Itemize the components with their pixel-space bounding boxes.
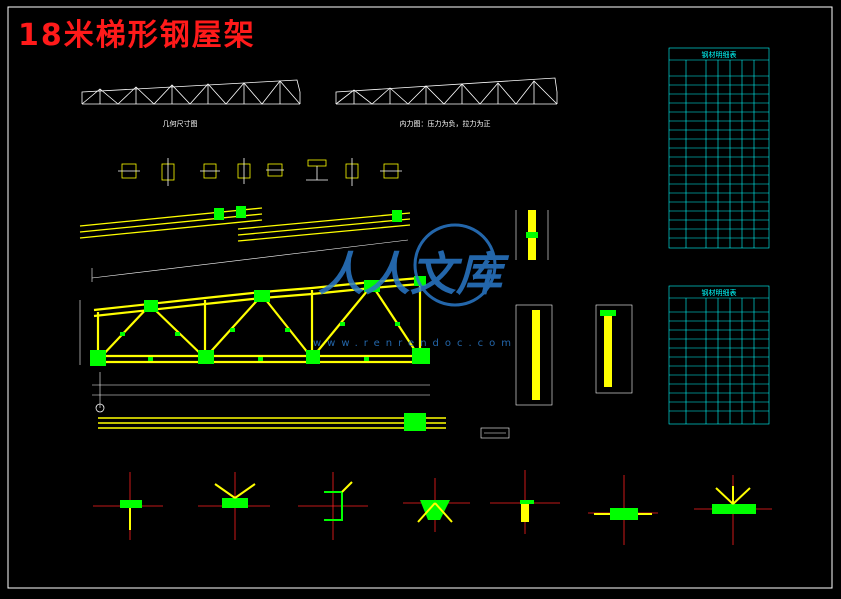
bottom-chord-detail [98, 417, 446, 429]
force-schematic [335, 77, 558, 105]
legend-note [480, 427, 510, 439]
node-detail-6 [588, 475, 658, 545]
lower-steel-table [668, 285, 770, 425]
truss-dimension-lines [79, 239, 430, 408]
node-detail-3 [298, 472, 368, 540]
node-detail-4 [403, 478, 470, 532]
node-details-row [93, 470, 772, 545]
end-support-plates [526, 232, 616, 316]
node-detail-2 [198, 472, 270, 540]
end-support-detail [515, 210, 633, 406]
upper-chord-detail [79, 207, 411, 242]
watermark-url-text: www.renrendoc.com [313, 338, 517, 349]
node-detail-7 [694, 475, 772, 545]
truss-members [93, 276, 428, 364]
drawing-title: 18米梯形钢屋架 [18, 18, 256, 53]
drawing-frame [7, 6, 833, 589]
upper-chord-plates [214, 206, 402, 222]
truss-axis-marker [95, 403, 105, 413]
upper-table-title: 钢材明细表 [702, 50, 737, 59]
section-details-row [118, 158, 402, 186]
truss-fillers [120, 322, 400, 361]
watermark-logo [413, 223, 497, 307]
geometry-caption: 几何尺寸图 [163, 119, 198, 128]
lower-table-title: 钢材明细表 [702, 288, 737, 297]
truss-gusset-plates [90, 276, 430, 366]
upper-steel-table [668, 47, 770, 249]
node-detail-5 [490, 470, 560, 534]
bottom-chord-splice-plate [404, 413, 426, 431]
geometry-schematic [81, 79, 301, 105]
node-detail-1 [93, 472, 163, 540]
watermark: 人人文库 www.renrendoc.com [313, 223, 517, 349]
watermark-main-text: 人人文库 [318, 247, 510, 301]
force-caption: 内力图：压力为负，拉力为正 [400, 119, 491, 128]
